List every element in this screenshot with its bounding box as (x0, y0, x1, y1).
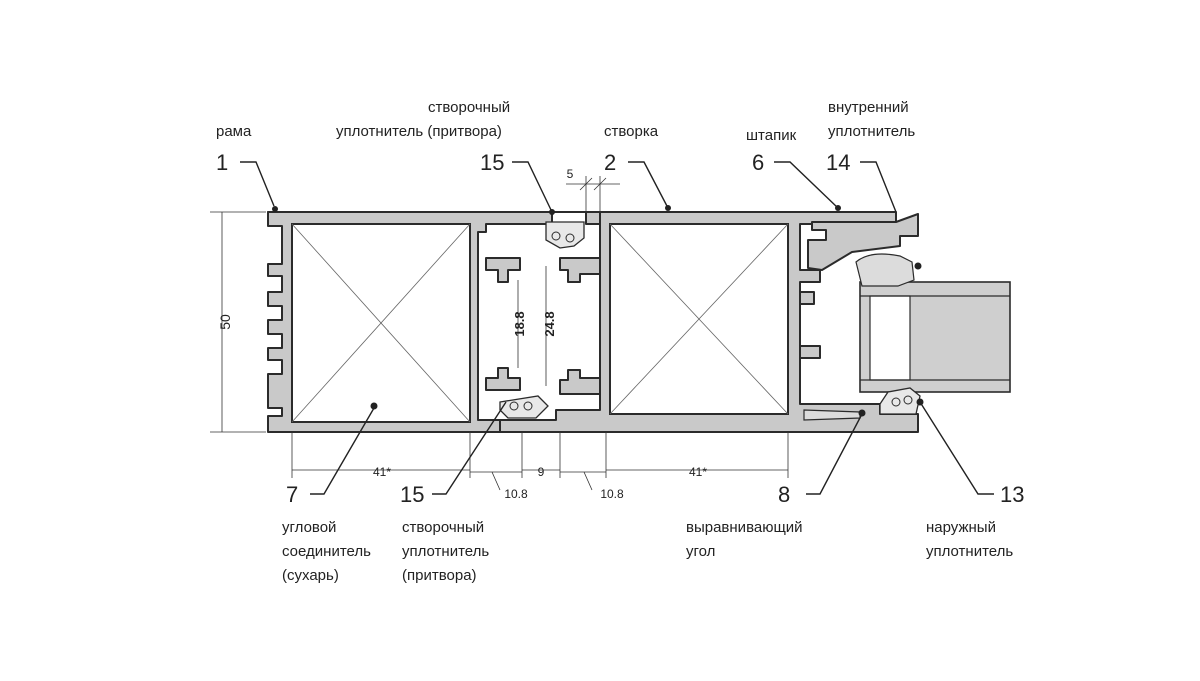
callout-15-top-label-1: створочный (428, 99, 510, 116)
callout-13-label-1: наружный (926, 519, 996, 536)
callout-1: рама 1 (216, 123, 252, 175)
sash-profile (499, 211, 919, 433)
callout-15-top-number: 15 (480, 150, 504, 175)
glazing-bead (807, 213, 919, 271)
callout-7-label-3: (сухарь) (282, 567, 339, 584)
dim-inner-a-label: 18.8 (512, 311, 527, 336)
callout-7-label-2: соединитель (282, 543, 371, 560)
callout-7: 7 угловой соединитель (сухарь) (282, 482, 371, 584)
dim-width-left-label: 41* (373, 465, 391, 479)
callout-15-top: створочный уплотнитель (притвора) 15 (336, 99, 510, 175)
callout-14-label-1: внутренний (828, 99, 909, 116)
dim-inner-b-label: 24.8 (542, 311, 557, 336)
callout-6: штапик 6 (746, 127, 797, 175)
callout-8-label-1: выравнивающий (686, 519, 803, 536)
levelling-corner (803, 409, 861, 421)
dim-gap-top-label: 5 (567, 167, 574, 181)
sash-gasket-top (545, 221, 585, 249)
callout-6-number: 6 (752, 150, 764, 175)
callout-2-label: створка (604, 123, 659, 140)
callout-8: 8 выравнивающий угол (686, 482, 803, 560)
callout-7-number: 7 (286, 482, 298, 507)
callout-15-top-label-2: уплотнитель (притвора) (336, 123, 502, 140)
sash-gasket-bottom (499, 395, 549, 419)
frame-profile (267, 211, 601, 433)
callout-14-number: 14 (826, 150, 850, 175)
callout-7-label-1: угловой (282, 519, 336, 536)
dimension-inner: 18.8 24.8 (512, 266, 557, 386)
callout-8-label-2: угол (686, 543, 715, 560)
glass-unit (859, 281, 1011, 393)
callout-15-bottom: 15 створочный уплотнитель (притвора) (400, 482, 489, 584)
callout-13-number: 13 (1000, 482, 1024, 507)
callout-13-label-2: уплотнитель (926, 543, 1013, 560)
callout-15-bottom-label-2: уплотнитель (402, 543, 489, 560)
dimension-gap-top: 5 (566, 167, 620, 212)
callout-8-number: 8 (778, 482, 790, 507)
dimension-height: 50 (210, 211, 266, 433)
callout-2: створка 2 (604, 123, 659, 175)
callout-1-label: рама (216, 123, 252, 140)
callout-15-bottom-number: 15 (400, 482, 424, 507)
callout-15-bottom-label-1: створочный (402, 519, 484, 536)
dim-gap-mid-label: 9 (538, 465, 545, 479)
callout-14-label-2: уплотнитель (828, 123, 915, 140)
outer-gasket (879, 387, 921, 415)
inner-gasket (855, 253, 922, 287)
callout-1-number: 1 (216, 150, 228, 175)
dim-gasket-left-label: 10.8 (504, 487, 528, 501)
callout-6-label: штапик (746, 127, 797, 144)
dim-gasket-right-label: 10.8 (600, 487, 624, 501)
callout-2-number: 2 (604, 150, 616, 175)
dim-height-label: 50 (217, 314, 233, 330)
leader-lines (240, 161, 994, 495)
callout-14: внутренний уплотнитель 14 (826, 99, 915, 175)
dimension-bottom: 41* 10.8 9 10.8 41* (291, 432, 789, 501)
callout-15-bottom-label-3: (притвора) (402, 567, 477, 584)
dim-width-right-label: 41* (689, 465, 707, 479)
callout-13: 13 наружный уплотнитель (926, 482, 1024, 560)
